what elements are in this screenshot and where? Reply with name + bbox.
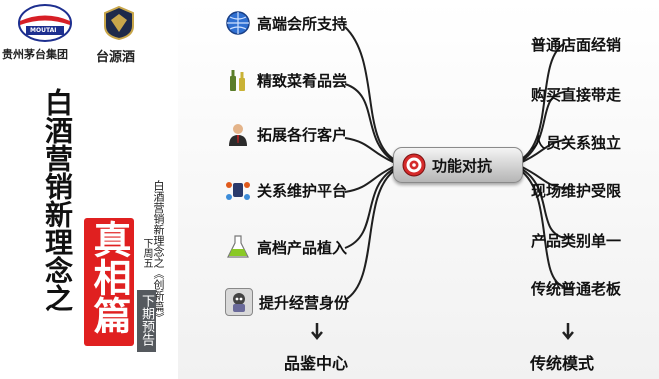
preview-text: 下期预告 bbox=[139, 294, 154, 346]
robot-icon bbox=[225, 288, 253, 316]
main-title: 白酒营销新理念之 bbox=[41, 88, 74, 312]
highlight-text: 真相篇 bbox=[87, 220, 132, 334]
left-item-label: 高端会所支持 bbox=[257, 14, 348, 33]
left-item-label: 拓展各行客户 bbox=[257, 125, 348, 144]
highlight-badge bbox=[84, 218, 134, 346]
moutai-logo-sub: MOUTAI bbox=[30, 27, 57, 34]
left-item-5: 高档产品植入 bbox=[225, 234, 347, 260]
left-item-label: 高档产品植入 bbox=[257, 238, 348, 257]
network-icon bbox=[225, 177, 251, 203]
left-item-3: 拓展各行客户 bbox=[225, 121, 347, 147]
moutai-logo: MOUTAI bbox=[18, 4, 72, 42]
left-item-label: 提升经营身份 bbox=[259, 293, 350, 312]
right-item-1: 普通店面经销 bbox=[531, 36, 622, 54]
mindmap-background bbox=[178, 0, 659, 379]
globe-icon bbox=[225, 10, 251, 36]
weekday: 下周五 bbox=[141, 238, 152, 268]
right-item-4: 现场维护受限 bbox=[531, 182, 622, 200]
right-item-5: 产品类别单一 bbox=[531, 232, 622, 250]
subtitle: 白酒营销新理念之《创新篇》 bbox=[152, 180, 165, 323]
bottom-label-right: 传统模式 bbox=[530, 354, 595, 373]
right-item-3: 人员关系独立 bbox=[531, 134, 622, 152]
bottom-label-left: 品鉴中心 bbox=[284, 354, 349, 373]
wine-bottles-icon bbox=[225, 67, 251, 93]
left-item-4: 关系维护平台 bbox=[225, 177, 347, 203]
down-arrow-icon bbox=[561, 322, 575, 344]
left-item-6: 提升经营身份 bbox=[225, 288, 349, 316]
center-node: 功能对抗 bbox=[393, 147, 523, 183]
right-item-2: 购买直接带走 bbox=[531, 86, 622, 104]
flask-icon bbox=[225, 234, 251, 260]
target-icon bbox=[402, 153, 426, 177]
businessman-icon bbox=[225, 121, 251, 147]
left-item-2: 精致菜肴品尝 bbox=[225, 67, 347, 93]
left-item-1: 高端会所支持 bbox=[225, 10, 347, 36]
taiyuan-logo bbox=[102, 5, 136, 41]
moutai-logo-text: 贵州茅台集团 bbox=[2, 48, 68, 61]
taiyuan-logo-text: 台源酒 bbox=[96, 50, 136, 65]
right-item-6: 传统普通老板 bbox=[531, 280, 622, 298]
left-item-label: 关系维护平台 bbox=[257, 181, 348, 200]
left-item-label: 精致菜肴品尝 bbox=[257, 71, 348, 90]
down-arrow-icon bbox=[310, 322, 324, 344]
preview-box bbox=[137, 290, 156, 352]
center-label: 功能对抗 bbox=[432, 156, 493, 175]
